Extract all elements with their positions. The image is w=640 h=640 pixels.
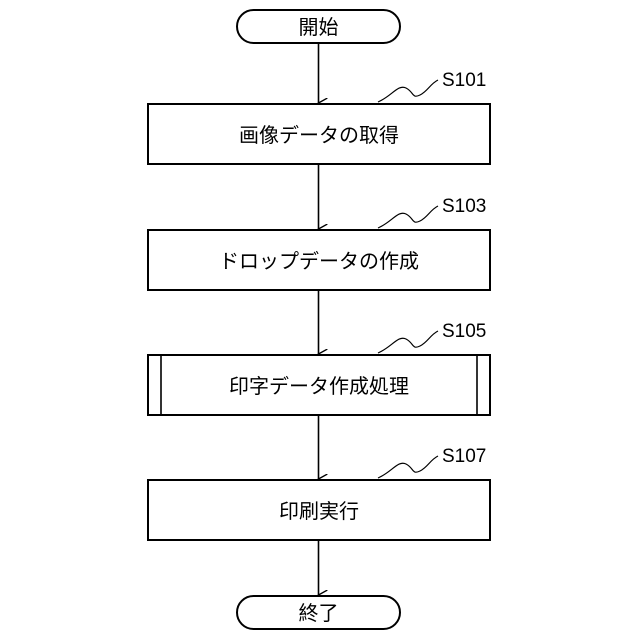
end-terminal: 終了 bbox=[237, 596, 400, 629]
step-id-s107: S107 bbox=[442, 446, 486, 467]
step-label-s105: 印字データ作成処理 bbox=[229, 374, 409, 398]
step-id-s101: S101 bbox=[442, 70, 486, 91]
step-id-s105: S105 bbox=[442, 321, 486, 342]
start-label: 開始 bbox=[299, 15, 339, 39]
start-terminal: 開始 bbox=[237, 10, 400, 43]
step-label-s101: 画像データの取得 bbox=[239, 123, 399, 147]
end-label: 終了 bbox=[299, 601, 339, 625]
step-label-s107: 印刷実行 bbox=[279, 499, 359, 523]
step-leader-s101 bbox=[378, 80, 438, 102]
step-id-s103: S103 bbox=[442, 196, 486, 217]
step-leader-s107 bbox=[378, 456, 438, 478]
step-leader-s103 bbox=[378, 206, 438, 228]
step-label-s103: ドロップデータの作成 bbox=[219, 249, 419, 273]
step-leader-s105 bbox=[378, 331, 438, 353]
